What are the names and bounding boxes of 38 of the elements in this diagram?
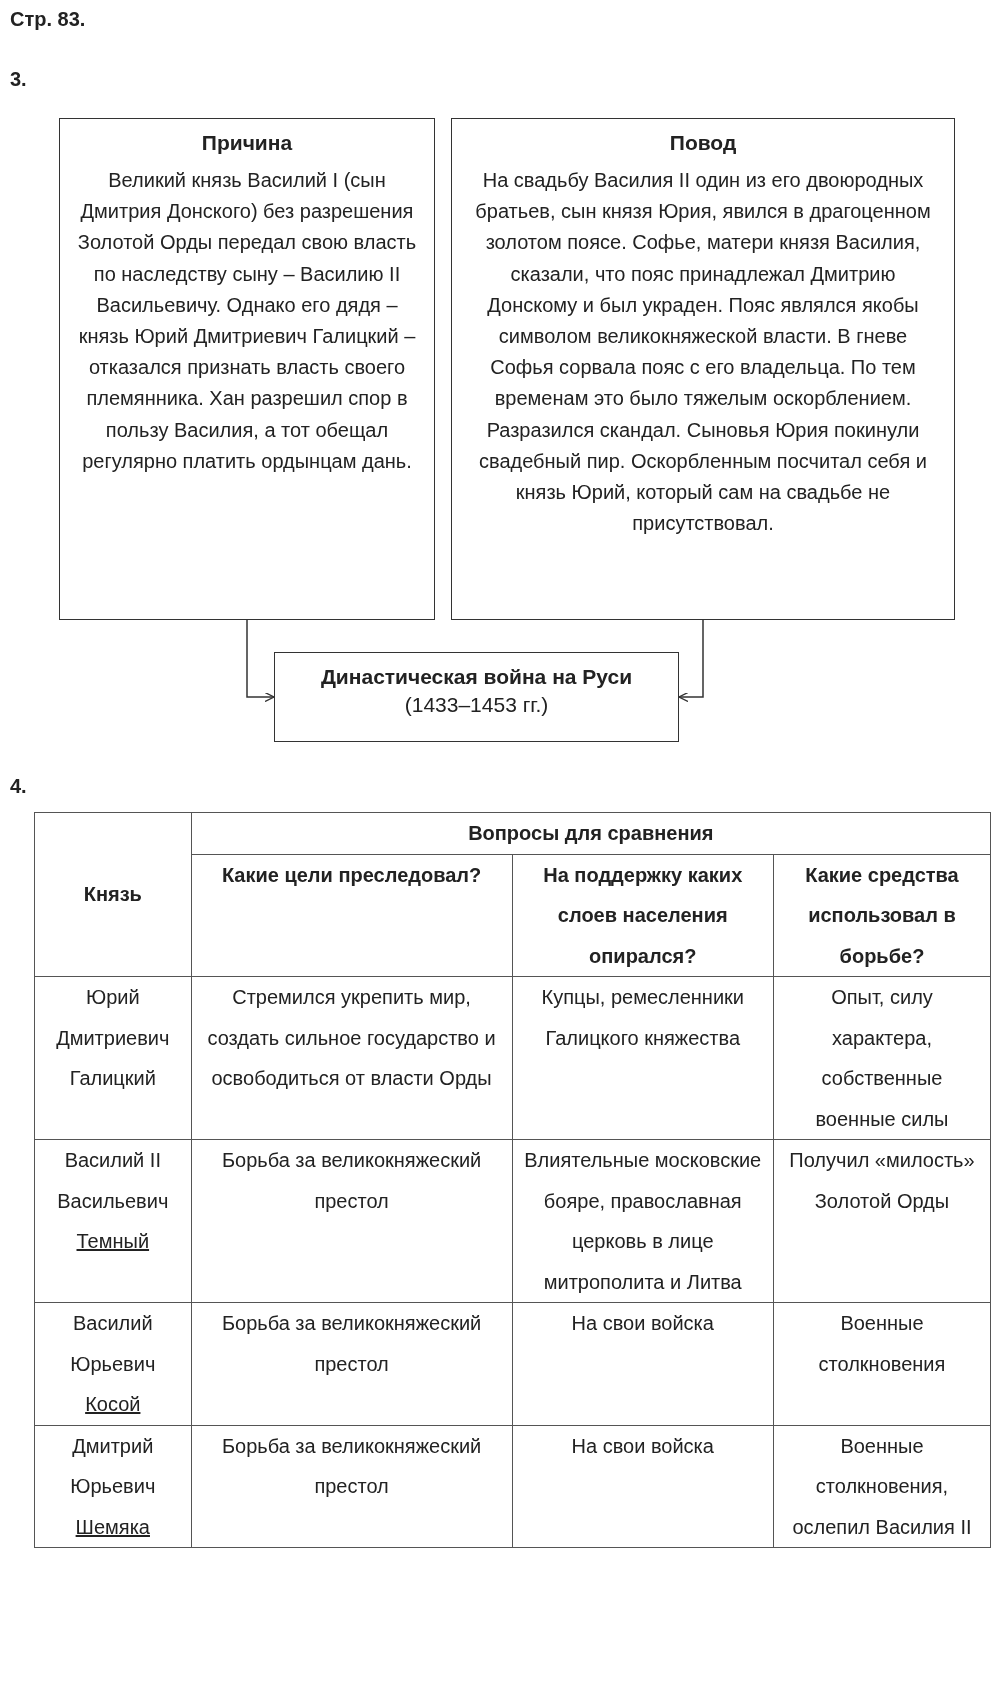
cell-text: Военные столкновения, ослепил Василия II xyxy=(792,1434,972,1538)
column-header: Вопросы для сравнения xyxy=(468,822,714,844)
cell-text: Борьба за великокняжеский престол xyxy=(221,1312,482,1375)
prince-nickname: Косой xyxy=(85,1393,141,1415)
result-box xyxy=(274,652,679,742)
prince-name: Дмитрий Юрьевич xyxy=(70,1434,156,1497)
cell-text: Влиятельные московские бояре, православная церковь в лице митрополита и Литва xyxy=(524,1149,762,1293)
prince-nickname: Темный xyxy=(76,1230,150,1252)
cell-text: Стремился укрепить мир, создать сильное государство и освободиться от власти Орды xyxy=(207,986,496,1089)
cell-text: На свои войска xyxy=(571,1434,714,1457)
page-number: Стр. 83. xyxy=(10,8,86,31)
cell-text: Борьба за великокняжеский престол xyxy=(221,1149,482,1212)
column-header: Князь xyxy=(83,883,142,906)
box-text: Великий князь Василий I (сын Дмитрия Донского) без разрешения Золотой Орды передал свою власть по наследству сыну – Василию II Васильевичу. Однако его дядя – князь Юрий Дмитриевич Галицкий – отказался признать власть своего племянника. Хан разрешил спор в пользу Василия, а тот обещал регулярно платить ордынцам дань. xyxy=(76,168,418,474)
cause-box xyxy=(59,118,435,620)
box-heading: Повод xyxy=(668,131,738,155)
arrow xyxy=(678,619,704,703)
cell-text: Получил «милость» Золотой Орды xyxy=(789,1149,975,1212)
task-number: 4. xyxy=(10,775,27,798)
column-header: На поддержку каких слоев населения опирался? xyxy=(543,863,743,967)
column-header: Какие цели преследовал? xyxy=(221,863,482,886)
cell-text: Опыт, силу характера, собственные военные силы xyxy=(815,986,949,1130)
cell-text: Военные столкновения xyxy=(818,1312,946,1375)
prince-name: Василий Юрьевич xyxy=(70,1312,156,1375)
cell-text: Борьба за великокняжеский престол xyxy=(221,1434,482,1497)
prince-name: Юрий Дмитриевич Галицкий xyxy=(56,986,170,1089)
prince-name: Василий II Васильевич xyxy=(57,1149,169,1212)
column-header: Какие средства использовал в борьбе? xyxy=(805,863,959,967)
box-title: Династическая война на Руси xyxy=(319,665,634,689)
occasion-box xyxy=(451,118,955,620)
task-number: 3. xyxy=(10,68,27,91)
box-text: На свадьбу Василия II один из его двоюродных братьев, сын князя Юрия, явился в драгоценном золотом поясе. Софье, матери князя Василия, сказали, что пояс принадлежал Дмитрию Донскому и был украден. Пояс являлся якобы символом великокняжеской власти. В гневе Софья сорвала пояс с его владельца. По тем временам это было тяжелым оскорблением. Разразился скандал. Сыновья Юрия покинули свадебный пир. Оскорбленным посчитал себя и князь Юрий, который сам на свадьбе не присутствовал. xyxy=(474,168,932,537)
cell-text: Купцы, ремесленники Галицкого княжества xyxy=(541,986,744,1049)
arrow xyxy=(246,619,275,703)
cell-text: На свои войска xyxy=(571,1312,714,1334)
box-heading: Причина xyxy=(200,131,294,155)
date-range: (1433–1453 гг.) xyxy=(403,693,550,717)
prince-nickname: Шемяка xyxy=(75,1515,150,1538)
